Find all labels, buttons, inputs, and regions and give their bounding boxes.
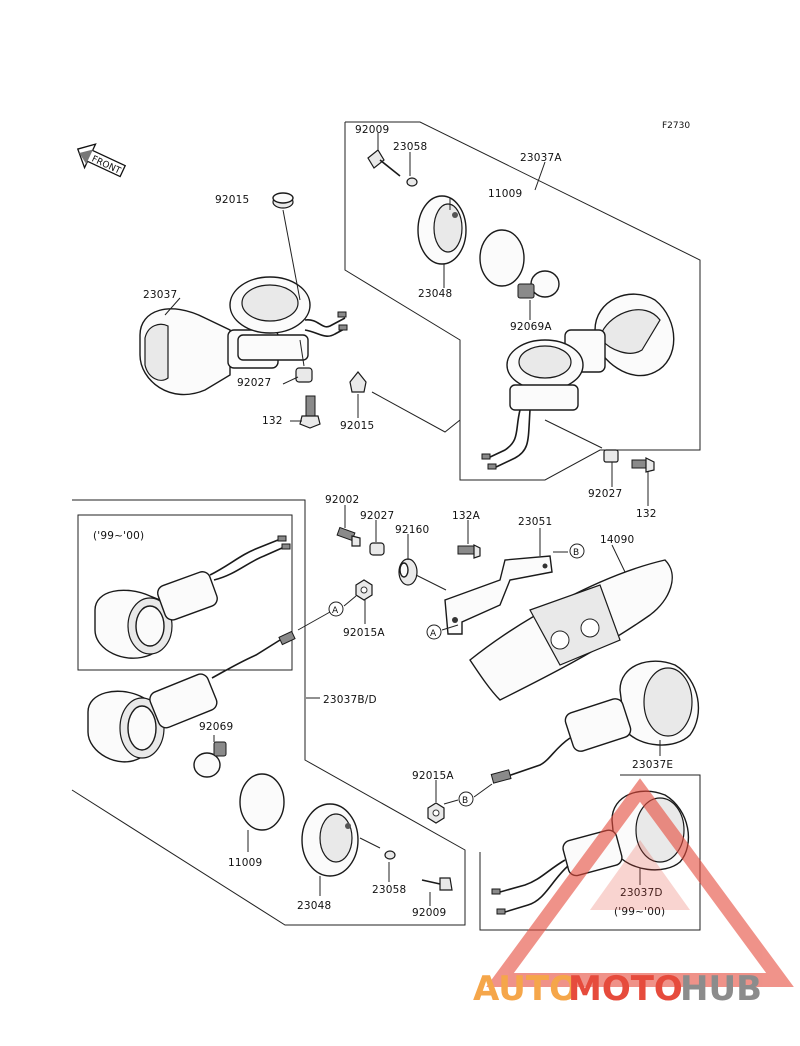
figure-code: F2730 xyxy=(662,121,690,131)
front-arrow-icon: FRONT xyxy=(76,143,127,178)
bolt-92009-top xyxy=(367,149,401,177)
bolt-132A xyxy=(457,544,481,559)
grommet-92015-top xyxy=(272,192,294,209)
washer-23058-bottom xyxy=(384,850,396,860)
lower-left-assembly-outline xyxy=(71,499,466,926)
label-92027-right: 92027 xyxy=(588,488,622,500)
label-92015-mid: 92015 xyxy=(340,420,374,432)
label-23037E: 23037E xyxy=(632,759,673,771)
inset-box-left xyxy=(77,514,293,671)
collar-92027-mid xyxy=(369,542,385,556)
label-92002: 92002 xyxy=(325,494,359,506)
label-14090: 14090 xyxy=(600,534,634,546)
watermark-part1: AUTO xyxy=(473,969,578,1009)
fender-14090 xyxy=(469,559,673,701)
label-132-left: 132 xyxy=(262,415,283,427)
label-23051: 23051 xyxy=(518,516,552,528)
label-23037A: 23037A xyxy=(520,152,562,164)
label-132A: 132A xyxy=(452,510,481,522)
grommet-92015-mid xyxy=(349,371,367,393)
oring-11009-bottom xyxy=(239,773,285,831)
nut-92015A-bottom xyxy=(427,802,445,824)
callout-a-bracket-label: A xyxy=(430,629,437,639)
callout-b-bottom-label: B xyxy=(462,796,468,806)
collar-92027-right xyxy=(603,449,619,463)
label-92160: 92160 xyxy=(395,524,429,536)
bolt-132-right xyxy=(631,457,655,473)
label-92027-mid: 92027 xyxy=(360,510,394,522)
turn-signal-rear-left-inset xyxy=(94,535,291,659)
bolt-132-left xyxy=(299,395,321,429)
label-23058-top: 23058 xyxy=(393,141,427,153)
label-year-left: ('99~'00) xyxy=(93,530,144,542)
label-23037BD: 23037B/D xyxy=(323,694,377,706)
label-92015A-top: 92015A xyxy=(343,627,385,639)
bolt-92009-bottom xyxy=(421,877,453,891)
nut-92015A-top xyxy=(355,579,373,601)
lens-23048-top xyxy=(417,195,467,265)
turn-signal-rear-right xyxy=(490,660,700,784)
turn-signal-rear-left xyxy=(87,630,296,763)
watermark-part3: HUB xyxy=(680,969,762,1009)
label-92027-left: 92027 xyxy=(237,377,271,389)
bracket-23051 xyxy=(444,555,553,635)
label-23048-top: 23048 xyxy=(418,288,452,300)
label-23037D: 23037D xyxy=(620,887,663,899)
label-11009-bottom: 11009 xyxy=(228,857,262,869)
lens-23048-bottom xyxy=(301,803,359,877)
washer-23058-top xyxy=(406,177,418,187)
label-132-right: 132 xyxy=(636,508,657,520)
callout-a-left xyxy=(328,601,344,617)
label-23058-bottom: 23058 xyxy=(372,884,406,896)
label-year-right: ('99~'00) xyxy=(614,906,665,918)
turn-signal-front-left xyxy=(139,276,348,396)
watermark-logo xyxy=(486,778,794,987)
label-92015-top: 92015 xyxy=(215,194,249,206)
label-92069A: 92069A xyxy=(510,321,552,333)
bulb-92069 xyxy=(193,741,227,778)
label-11009-top: 11009 xyxy=(488,188,522,200)
watermark-part2: MOTO xyxy=(568,969,683,1009)
callout-b-top xyxy=(569,543,585,559)
label-23037: 23037 xyxy=(143,289,177,301)
oring-11009-top xyxy=(479,229,525,287)
label-92015A-bottom: 92015A xyxy=(412,770,454,782)
label-92009-top: 92009 xyxy=(355,124,389,136)
callout-b-top-label: B xyxy=(573,548,579,558)
watermark-text: AUTO MOTO HUB xyxy=(473,969,762,1009)
grommet-92160 xyxy=(398,558,418,586)
callout-b-bottom xyxy=(458,791,474,807)
turn-signal-front-right xyxy=(481,293,675,470)
upper-right-assembly-outline xyxy=(344,121,701,481)
callout-a-left-label: A xyxy=(332,606,339,616)
callout-a-bracket xyxy=(426,624,442,640)
collar-92027-left xyxy=(295,367,313,383)
inset-box-right xyxy=(479,774,701,931)
label-23048-bottom: 23048 xyxy=(297,900,331,912)
bolt-92002 xyxy=(336,526,361,547)
label-92069: 92069 xyxy=(199,721,233,733)
bulb-92069A xyxy=(517,270,560,299)
label-92009-bottom: 92009 xyxy=(412,907,446,919)
